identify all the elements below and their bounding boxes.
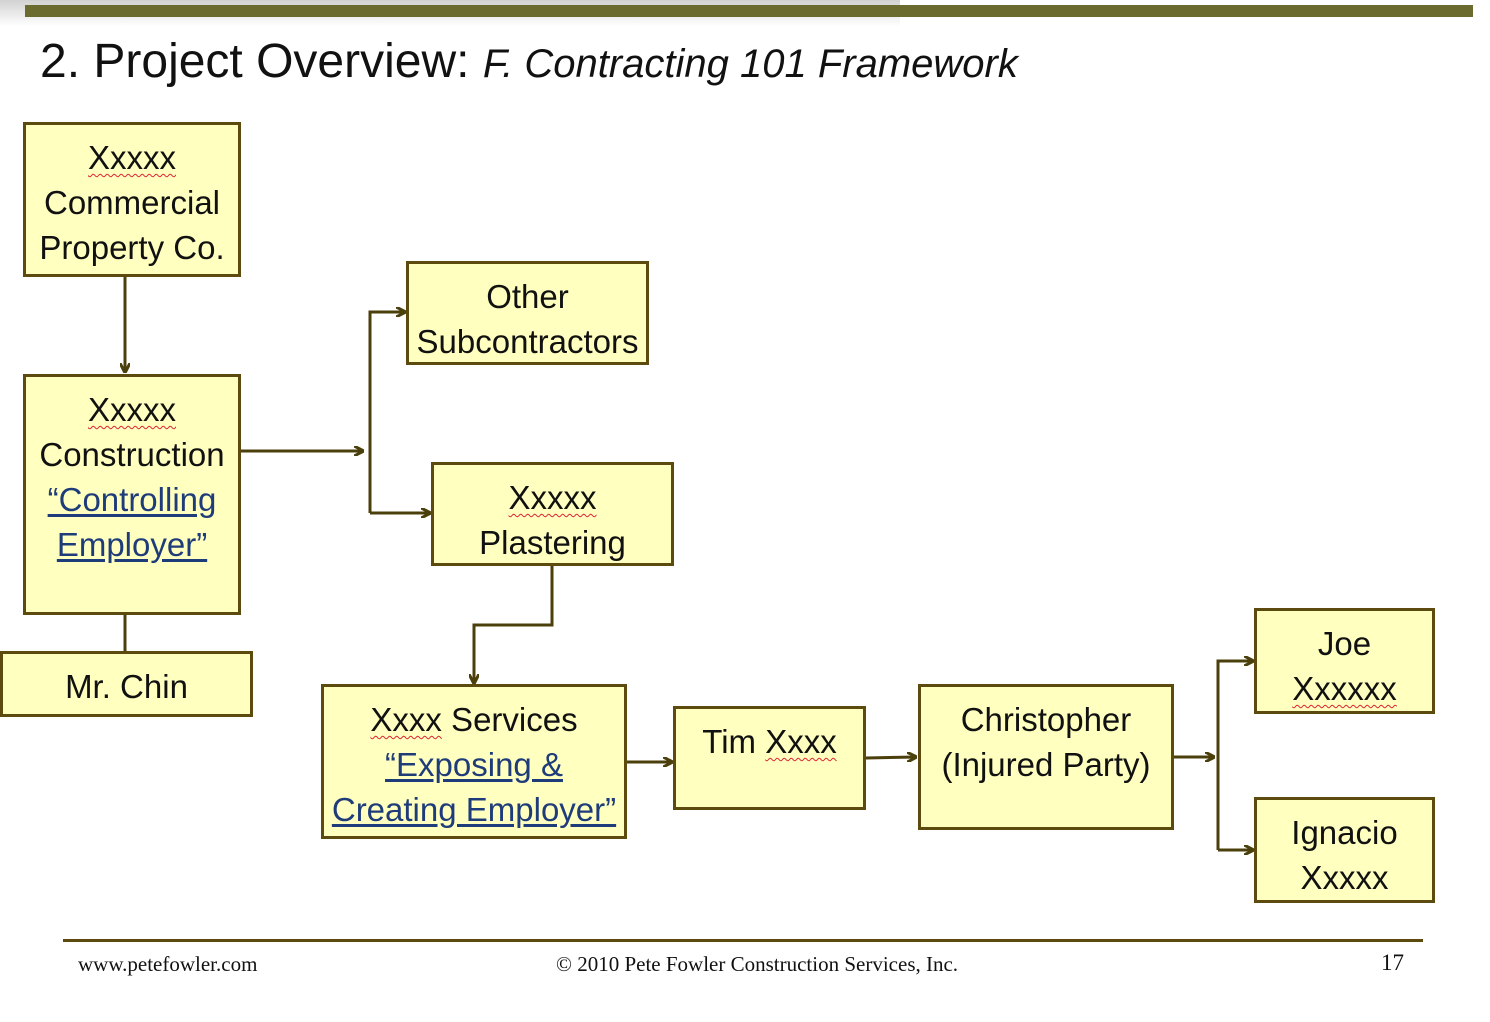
node-plastering: Xxxxx Plastering [431,462,674,566]
node-other-subcontractors: Other Subcontractors [406,261,649,365]
node-general-contractor: Xxxxx Construction “Controlling Employer… [23,374,241,615]
title-bar-accent [25,5,1473,17]
node-chris-line2: (Injured Party) [941,746,1151,783]
exposing-creating-employer-link-line2[interactable]: Creating Employer” [331,791,617,828]
footer-copyright: © 2010 Pete Fowler Construction Services… [556,952,959,976]
node-gc-line1: Xxxxx [87,391,176,428]
node-joe-line1: Joe [1317,625,1372,662]
exposing-creating-employer-link-line1[interactable]: “Exposing & [385,746,563,783]
node-services: Xxxx Services “Exposing & Creating Emplo… [321,684,627,839]
slide-title: 2. Project Overview: F. Contracting 101 … [40,34,1018,89]
node-other-line1: Other [486,278,569,315]
slide-title-main: 2. Project Overview: [40,35,470,88]
arrow-branch-to-joe [1216,661,1253,850]
controlling-employer-link-line1[interactable]: “Controlling [47,481,217,518]
node-joe: Joe Xxxxxx [1254,608,1435,714]
node-chris-line1: Christopher [960,701,1132,738]
node-tim-line1: Tim Xxxx [702,719,836,764]
node-mr-chin: Mr. Chin [0,651,253,717]
node-owner-line3: Property Co. [39,229,225,266]
node-tim: Tim Xxxx [673,706,866,810]
node-plaster-line1: Xxxxx [508,479,597,516]
arrow-branch-to-other [368,312,405,513]
slide-subtitle: F. Contracting 101 Framework [482,42,1018,86]
node-ignacio-line2: Xxxxx [1300,859,1389,896]
page-number: 17 [1381,950,1404,975]
node-ignacio: Ignacio Xxxxx [1254,797,1435,903]
arrow-plaster-to-services [474,566,554,683]
node-owner-line1: Xxxxx [87,139,176,176]
node-services-line1-rest: Services [441,701,578,738]
footer-divider [63,939,1423,942]
arrow-tim-to-chris [865,757,916,758]
node-owner-line2: Commercial [43,184,221,221]
node-joe-line2: Xxxxxx [1292,670,1397,707]
node-chin-line1: Mr. Chin [65,668,188,705]
node-ignacio-line1: Ignacio [1291,814,1398,851]
node-plaster-line2: Plastering [479,524,626,561]
node-gc-line2: Construction [39,436,225,473]
footer-website: www.petefowler.com [78,952,258,976]
node-tim-last: Xxxx [765,723,837,760]
node-tim-first: Tim [702,723,766,760]
node-services-line1: Xxxx Services [370,697,577,742]
node-christopher: Christopher (Injured Party) [918,684,1174,830]
node-services-line1-name: Xxxx [370,701,442,738]
node-other-line2: Subcontractors [416,323,639,360]
controlling-employer-link-line2[interactable]: Employer” [56,526,208,563]
node-owner: Xxxxx Commercial Property Co. [23,122,241,277]
